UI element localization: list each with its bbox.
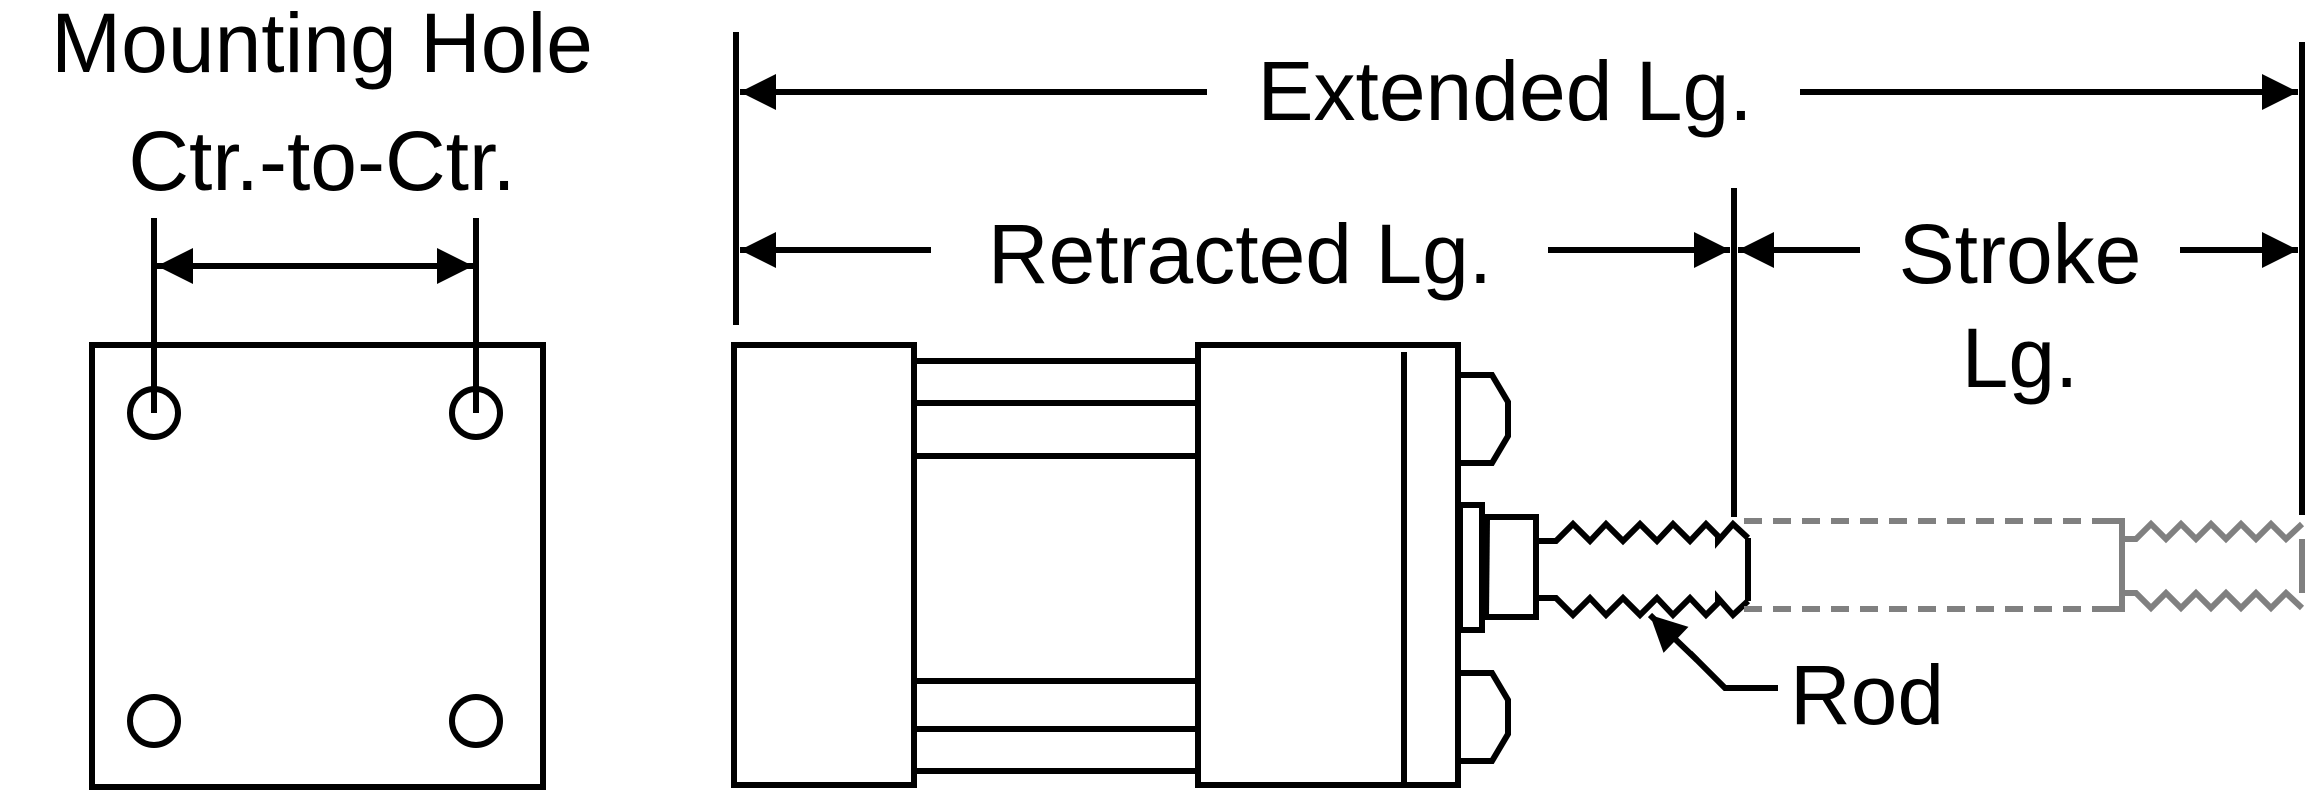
- mounting-hole-bottom-right: [449, 694, 503, 748]
- mounting-label-line2: Ctr.-to-Ctr.: [128, 114, 515, 208]
- rod-outline-top: [1536, 519, 1751, 549]
- rod-label: Rod: [1790, 648, 1944, 742]
- rear-end-cap: [731, 342, 917, 788]
- front-end-cap: [1195, 342, 1461, 788]
- stroke-length-label-line1: Stroke: [1899, 207, 2142, 301]
- cylinder-side-view: [731, 342, 1751, 788]
- extended-length-label: Extended Lg.: [1257, 44, 1752, 138]
- mounting-label-line1: Mounting Hole: [51, 0, 593, 90]
- extended-rod-ghost: [1744, 518, 2305, 613]
- ghost-rod-thread-top: [2122, 519, 2305, 544]
- rod-bushing: [1482, 514, 1539, 620]
- tie-rod-nut-bottom: [1458, 670, 1511, 764]
- rod-leader-arrow: [1647, 612, 1700, 663]
- mounting-plate: [89, 342, 546, 790]
- rod-gland: [1457, 502, 1485, 633]
- stroke-length-label-line2: Lg.: [1962, 311, 2079, 405]
- mounting-hole-bottom-left: [127, 694, 181, 748]
- retracted-length-label: Retracted Lg.: [988, 207, 1492, 301]
- ghost-rod-thread-bottom: [2122, 588, 2305, 613]
- rod-bushing-edge: [1483, 516, 1490, 618]
- tie-rod-nut-top: [1458, 372, 1511, 466]
- rod-leader-line: [1687, 650, 1778, 691]
- dimension-lines: [733, 32, 2305, 691]
- end-view: [89, 218, 546, 790]
- rod-outline-bottom: [1536, 590, 1751, 620]
